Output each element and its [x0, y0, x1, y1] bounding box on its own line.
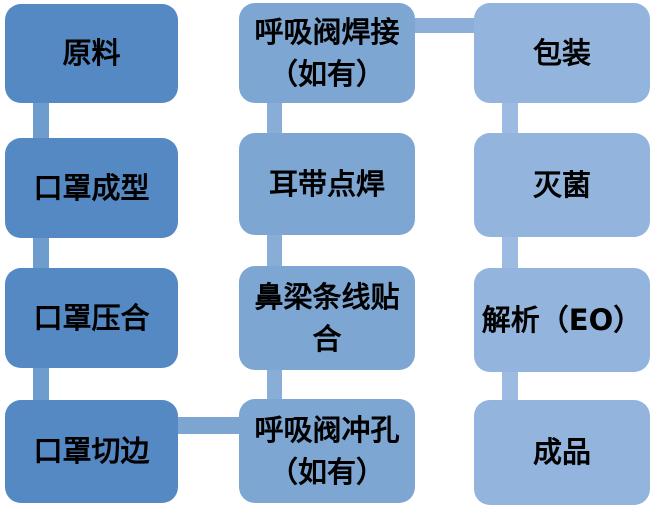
node-mask-forming: 口罩成型: [5, 138, 178, 238]
node-eo-desorption: 解析（EO）: [474, 268, 650, 372]
node-mask-pressing: 口罩压合: [5, 268, 178, 368]
node-label: 包装: [532, 35, 591, 70]
node-label: 口罩切边: [33, 434, 150, 469]
node-packaging: 包装: [474, 3, 650, 103]
node-label: 呼吸阀焊接: [254, 14, 400, 49]
node-finished-product: 成品: [474, 400, 650, 505]
node-label: 原料: [62, 36, 121, 71]
node-label: 口罩压合: [33, 300, 150, 335]
connector-middle-2: [267, 235, 282, 266]
connector-right-2: [502, 237, 518, 268]
connector-weld-to-packaging: [415, 18, 474, 33]
connector-right-3: [502, 372, 518, 400]
node-label-line2: 合: [312, 322, 342, 356]
node-label-line2: （如有）: [268, 57, 385, 91]
node-nose-bridge-lamination: 鼻梁条线贴 合: [239, 266, 415, 370]
connector-left-1: [33, 103, 49, 138]
node-ear-strap-spot-welding: 耳带点焊: [239, 133, 415, 235]
node-label: 成品: [532, 435, 591, 470]
connector-cut-to-punching: [178, 417, 239, 434]
node-label-line2: （如有）: [268, 455, 385, 489]
connector-right-1: [502, 103, 518, 133]
connector-left-2: [33, 238, 49, 268]
node-label: 口罩成型: [33, 170, 150, 205]
connector-middle-1: [267, 103, 282, 133]
connector-left-3: [33, 368, 49, 400]
node-sterilization: 灭菌: [474, 133, 650, 237]
node-label: 灭菌: [532, 167, 591, 202]
node-label: 耳带点焊: [268, 166, 385, 201]
connector-middle-3: [267, 370, 282, 399]
node-label: 呼吸阀冲孔: [254, 412, 400, 447]
node-valve-welding: 呼吸阀焊接 （如有）: [239, 3, 415, 103]
node-valve-punching: 呼吸阀冲孔 （如有）: [239, 399, 415, 503]
node-raw-material: 原料: [5, 4, 178, 103]
node-label: 鼻梁条线贴: [254, 279, 400, 314]
node-mask-edge-cutting: 口罩切边: [5, 400, 178, 503]
node-label: 解析（EO）: [481, 302, 643, 337]
